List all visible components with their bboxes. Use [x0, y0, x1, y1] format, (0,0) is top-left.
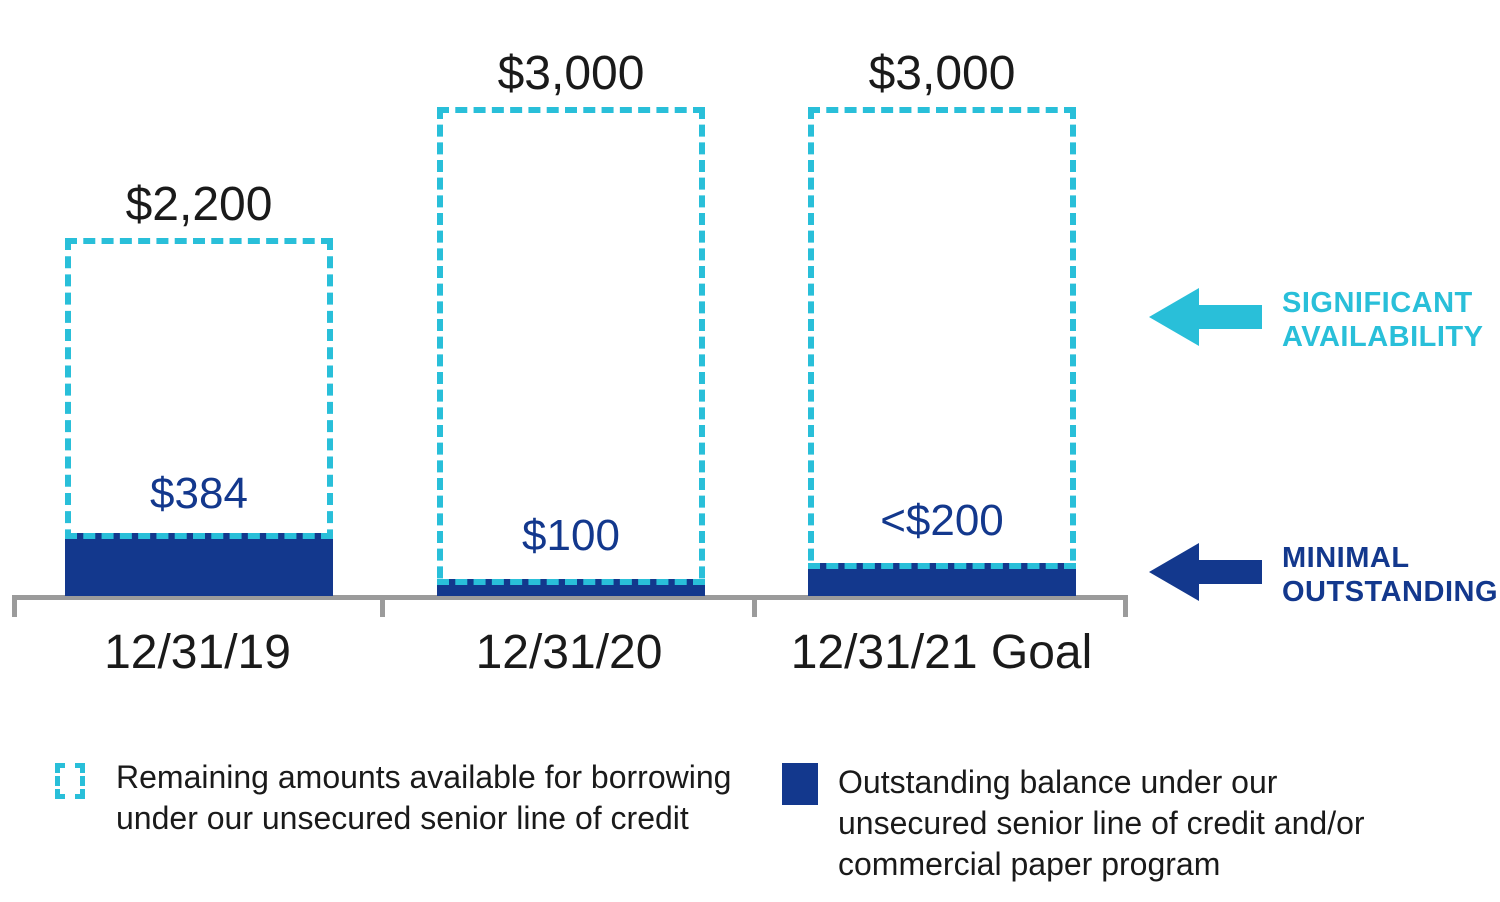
- annotation-line: MINIMAL: [1282, 542, 1410, 574]
- arrow-head: [1149, 288, 1199, 346]
- left-arrow-icon-minimal: [1149, 543, 1262, 601]
- available-dashed-bar-2019: [65, 238, 333, 596]
- arrow-shaft: [1197, 305, 1262, 329]
- left-arrow-icon-significant: [1149, 288, 1262, 346]
- legend-remaining-label: Remaining amounts available for borrowin…: [116, 759, 732, 836]
- arrow-head: [1149, 543, 1199, 601]
- available-value-label-2020: $3,000: [497, 47, 645, 100]
- outstanding-value-label-2019: $384: [150, 469, 248, 518]
- x-axis-category-label-2021-goal: 12/31/21 Goal: [790, 626, 1093, 679]
- annotation-line: AVAILABILITY: [1282, 321, 1484, 353]
- available-value-label-2019: $2,200: [125, 178, 273, 231]
- available-dashed-bar-2021-goal: [808, 107, 1076, 596]
- annotation-line: SIGNIFICANT: [1282, 287, 1473, 319]
- x-axis-tick: [752, 595, 757, 617]
- legend-outstanding-label: Outstanding balance under our unsecured …: [838, 764, 1365, 882]
- x-axis-category-label-2019: 12/31/19: [104, 626, 291, 679]
- outstanding-bar-2019: [65, 533, 333, 596]
- available-value-label-2021-goal: $3,000: [868, 47, 1016, 100]
- arrow-shaft: [1197, 560, 1262, 584]
- outstanding-value-label-2020: $100: [522, 511, 620, 560]
- legend-solid-swatch-icon: [782, 763, 818, 805]
- outstanding-bar-2020: [437, 579, 705, 596]
- minimal-outstanding-annotation: MINIMAL OUTSTANDING: [1282, 541, 1498, 609]
- x-axis-tick: [1123, 595, 1128, 617]
- significant-availability-annotation: SIGNIFICANT AVAILABILITY: [1282, 286, 1483, 354]
- available-dashed-bar-2020: [437, 107, 705, 596]
- x-axis-baseline: [12, 595, 1128, 600]
- outstanding-value-label-2021-goal: <$200: [880, 496, 1004, 545]
- x-axis-tick: [380, 595, 385, 617]
- x-axis-category-label-2020: 12/31/20: [475, 626, 663, 679]
- legend-dashed-swatch-icon: [55, 763, 85, 799]
- x-axis-tick: [12, 595, 17, 617]
- annotation-line: OUTSTANDING: [1282, 576, 1499, 608]
- outstanding-bar-2021-goal: [808, 563, 1076, 596]
